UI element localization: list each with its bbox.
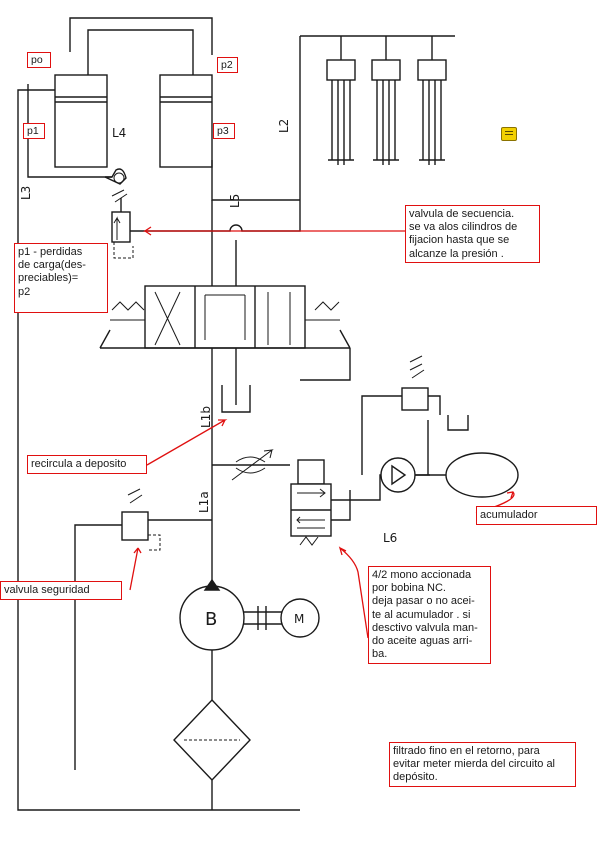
label-L1b: L1b: [199, 406, 213, 428]
note-secuencia: valvula de secuencia. se va alos cilindr…: [405, 205, 540, 263]
label-motor: M: [294, 612, 304, 626]
top-rod-bridge: [69, 17, 213, 75]
tank-return: [221, 348, 251, 413]
accumulator-symbol: [445, 452, 519, 498]
leader-secuencia: [142, 226, 405, 236]
note-seguridad: valvula seguridad: [0, 581, 122, 600]
cylinder-left: [54, 74, 108, 168]
label-L3: L3: [19, 186, 33, 200]
note-recircula: recircula a deposito: [27, 455, 147, 474]
note-mono: 4/2 mono accionada por bobina NC. deja p…: [368, 566, 491, 664]
label-L6: L6: [383, 531, 397, 545]
directional-valve: [99, 200, 351, 465]
label-po: po: [27, 52, 51, 68]
comment-icon[interactable]: [501, 127, 517, 141]
throttle-valve: [231, 449, 274, 481]
note-acumulador: acumulador: [476, 506, 597, 525]
safety-valve: [74, 488, 212, 770]
label-pump: B: [205, 609, 217, 630]
check-valve: [380, 457, 416, 493]
label-L2: L2: [277, 119, 291, 133]
leader-mono: [338, 546, 369, 639]
relief-valve-accumulator: [361, 355, 469, 475]
label-L4: L4: [112, 126, 126, 140]
label-L5: L5: [228, 194, 242, 208]
pump-motor-group: [179, 578, 320, 700]
note-filtrado: filtrado fino en el retorno, para evitar…: [389, 742, 576, 787]
solenoid-valve-4-2: [290, 459, 430, 546]
cylinder-right: [159, 74, 213, 168]
sequence-valve: [104, 160, 300, 259]
label-p2: p2: [217, 57, 238, 73]
label-L1a: L1a: [197, 491, 211, 513]
leader-recircula: [146, 419, 228, 466]
leader-seguridad: [129, 547, 142, 591]
note-perdidas: p1 - perdidas de carga(des- preciables)=…: [14, 243, 108, 313]
filter-symbol: [173, 698, 251, 810]
fixing-cylinders: [299, 35, 455, 200]
label-p1: p1: [23, 123, 45, 139]
return-line: [17, 89, 300, 811]
label-p3: p3: [213, 123, 235, 139]
